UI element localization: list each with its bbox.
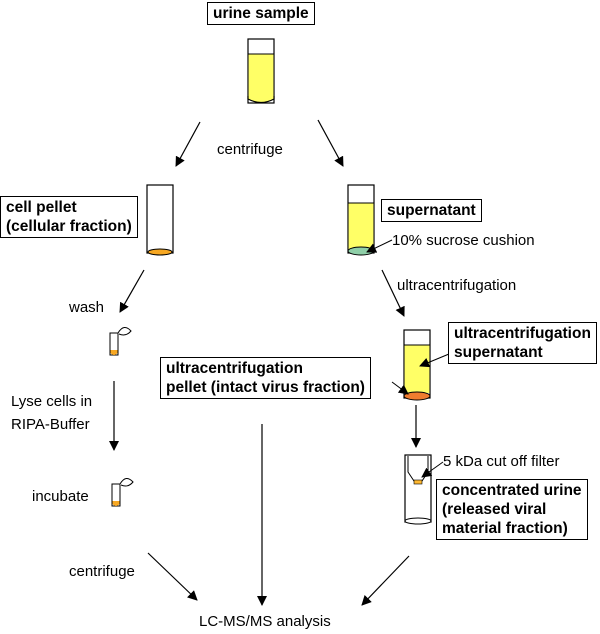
centrifuge-label-bottom: centrifuge (69, 563, 135, 580)
concentrated-urine-box: concentrated urine (released viral mater… (436, 479, 588, 540)
ultracentrifugation-tube (403, 329, 431, 401)
supernatant-tube (347, 184, 375, 256)
concentrated-urine-line3: material fraction) (442, 520, 568, 537)
filter-label: 5 kDa cut off filter (443, 453, 560, 470)
cell-pellet-box: cell pellet (cellular fraction) (0, 196, 138, 238)
concentrated-urine-line1: concentrated urine (442, 482, 582, 499)
pointer-sucrose (366, 239, 393, 253)
ultracentrifugation-step-label: ultracentrifugation (397, 277, 517, 294)
filter-tube (404, 454, 432, 525)
arrow-to-cell-pellet (175, 121, 201, 167)
pointer-filter (421, 461, 444, 478)
cell-pellet-label: cell pellet (6, 199, 77, 216)
pointer-uc-supernatant (419, 353, 450, 368)
arrow-to-supernatant (317, 119, 344, 167)
lyse-cells-line2: RIPA-Buffer (11, 416, 90, 433)
lcms-analysis-label: LC-MS/MS analysis (199, 613, 331, 630)
cellular-fraction-label: (cellular fraction) (6, 218, 132, 235)
wash-label: wash (69, 299, 105, 316)
arrow-to-final-right (361, 555, 410, 606)
lyse-cells-line1: Lyse cells in (11, 393, 93, 410)
arrow-to-ultracentrifugation (381, 269, 405, 317)
uc-pellet-line2: pellet (intact virus fraction) (166, 379, 365, 396)
uc-pellet-box: ultracentrifugation pellet (intact virus… (160, 357, 371, 399)
uc-supernatant-box: ultracentrifugation supernatant (448, 322, 597, 364)
uc-pellet-line1: ultracentrifugation (166, 360, 303, 377)
uc-supernatant-line2: supernatant (454, 344, 543, 361)
uc-supernatant-line1: ultracentrifugation (454, 325, 591, 342)
urine-sample-box: urine sample (207, 2, 315, 25)
centrifuge-label-top: centrifuge (217, 141, 283, 158)
incubate-label: incubate (32, 488, 89, 505)
lyse-cells-label: Lyse cells in RIPA-Buffer (11, 392, 92, 434)
urine-sample-tube (247, 38, 275, 104)
arrow-to-final-left (147, 552, 198, 601)
washed-cell-tube (109, 327, 132, 356)
supernatant-box: supernatant (381, 199, 482, 222)
urine-sample-label: urine sample (213, 5, 309, 22)
concentrated-urine-line2: (released viral (442, 501, 547, 518)
cell-pellet-tube (146, 184, 174, 256)
pointer-uc-pellet (391, 381, 409, 395)
incubated-cell-tube (111, 478, 134, 507)
arrow-to-wash (119, 269, 145, 313)
sucrose-cushion-label: 10% sucrose cushion (392, 232, 535, 249)
supernatant-label: supernatant (387, 202, 476, 219)
